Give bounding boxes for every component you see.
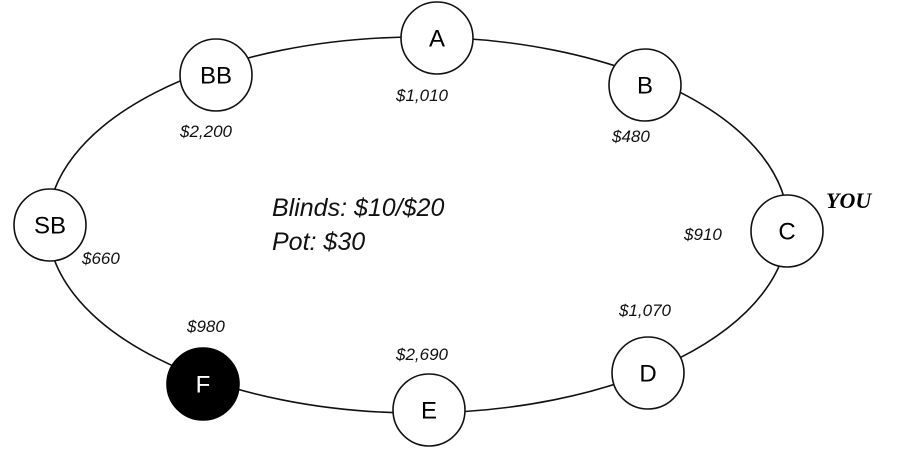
seat-e-label: E (421, 398, 437, 425)
seat-f: F $980 (166, 317, 240, 421)
seat-c-stack: $910 (683, 225, 722, 244)
seat-sb-circle (13, 188, 87, 262)
seat-f-stack: $980 (186, 317, 225, 336)
seat-d-label: D (639, 361, 656, 388)
seat-d-stack: $1,070 (618, 301, 672, 320)
seat-c-circle (750, 194, 824, 268)
seat-e: E $2,690 (392, 345, 466, 447)
seat-sb-stack: $660 (81, 249, 120, 268)
seat-sb-label: SB (34, 213, 66, 240)
seat-bb: BB $2,200 (179, 38, 253, 141)
you-label: YOU (826, 188, 872, 213)
seat-d-circle (611, 336, 685, 410)
seat-bb-circle (179, 38, 253, 112)
seat-e-stack: $2,690 (395, 345, 449, 364)
seat-bb-label: BB (200, 63, 232, 90)
seat-f-circle (166, 347, 240, 421)
seat-b: B $480 (608, 48, 682, 146)
seat-f-label: F (196, 372, 211, 399)
seat-a-stack: $1,010 (395, 86, 449, 105)
seat-b-stack: $480 (611, 127, 650, 146)
seat-c: C $910 (683, 194, 824, 268)
seat-d: D $1,070 (611, 301, 685, 410)
seat-b-label: B (637, 73, 653, 100)
pot-text: Pot: $30 (272, 228, 365, 256)
blinds-text: Blinds: $10/$20 (272, 194, 444, 222)
seat-a-label: A (429, 26, 445, 53)
seat-sb: SB $660 (13, 188, 120, 268)
seat-a-circle (400, 1, 474, 75)
seat-e-circle (392, 373, 466, 447)
seat-bb-stack: $2,200 (179, 122, 233, 141)
seat-c-label: C (778, 219, 795, 246)
seat-b-circle (608, 48, 682, 122)
seat-a: A $1,010 (395, 1, 474, 105)
